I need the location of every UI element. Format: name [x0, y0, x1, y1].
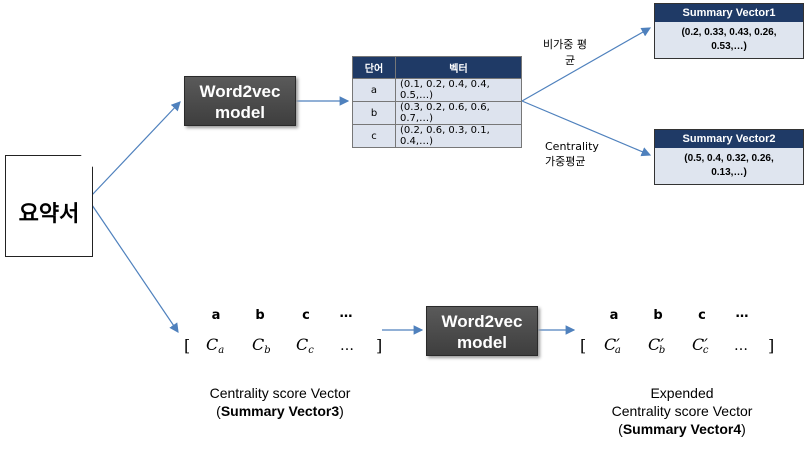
element-c-c: Cc [296, 335, 314, 356]
expended-header-b: b [653, 308, 663, 323]
word2vec-line1: Word2vec [441, 312, 523, 331]
document-label: 요약서 [18, 202, 80, 227]
caption-line2: (Summary Vector3) [180, 402, 380, 420]
label-weighted-line1: Centrality [545, 140, 599, 153]
word2vec-line1: Word2vec [199, 82, 281, 101]
word2vec-model-bottom: Word2vec model [426, 306, 538, 356]
expended-close-bracket: ] [768, 336, 775, 355]
label-unweighted-average: 비가중 평 균 [543, 36, 587, 68]
word2vec-model-top: Word2vec model [184, 76, 296, 126]
element-c-prime-a: C′a [604, 335, 621, 356]
element-c-prime-c: C′c [692, 335, 709, 356]
caption-bold-name: Summary Vector4 [622, 421, 742, 437]
caption-open-paren: ( [216, 403, 221, 419]
expended-header-ellipsis: … [735, 306, 749, 321]
expended-vector-elements: C′a C′b C′c … [604, 335, 748, 356]
vector-header-c: c [302, 308, 310, 323]
caption-line2: Centrality score Vector [611, 403, 753, 419]
expended-open-bracket: [ [580, 336, 587, 355]
vector-close-bracket: ] [376, 336, 383, 355]
summary-vector1-title: Summary Vector1 [655, 4, 803, 22]
table-cell-vector: (0.1, 0.2, 0.4, 0.4, 0.5,…) [395, 78, 522, 102]
summary-vector1-line1: (0.2, 0.33, 0.43, 0.26, [681, 27, 777, 38]
summary-vector2-line2: 0.13,…) [711, 167, 747, 178]
caption-line1: Expended [650, 385, 714, 401]
caption-line1: Centrality score Vector [209, 385, 351, 401]
summary-vector1-values: (0.2, 0.33, 0.43, 0.26, 0.53,…) [655, 22, 803, 58]
summary-vector2-box: Summary Vector2 (0.5, 0.4, 0.32, 0.26, 0… [654, 129, 804, 185]
vector-header-b: b [255, 308, 265, 323]
table-row: c (0.2, 0.6, 0.3, 0.1, 0.4,…) [352, 124, 522, 148]
summary-vector1-box: Summary Vector1 (0.2, 0.33, 0.43, 0.26, … [654, 3, 804, 59]
label-unweighted-line2: 균 [565, 54, 576, 67]
caption-summary-vector4: Expended Centrality score Vector (Summar… [582, 384, 782, 438]
expended-header-a: a [609, 308, 619, 323]
table-header-vector: 벡터 [395, 56, 522, 79]
expended-header-c: c [698, 308, 706, 323]
table-cell-vector: (0.2, 0.6, 0.3, 0.1, 0.4,…) [395, 124, 522, 148]
arrow-table-to-sv1 [521, 27, 652, 102]
summary-vector1-line2: 0.53,…) [711, 41, 747, 52]
label-weighted-line2: 가중평균 [545, 155, 586, 168]
table-cell-word: c [352, 124, 396, 148]
element-c-b: Cb [252, 335, 271, 356]
summary-vector2-values: (0.5, 0.4, 0.32, 0.26, 0.13,…) [655, 148, 803, 184]
table-cell-word: b [352, 101, 396, 125]
element-ellipsis: … [340, 338, 354, 354]
vector-header-ellipsis: … [339, 306, 353, 321]
caption-open-paren: ( [618, 421, 623, 437]
word2vec-line2: model [214, 103, 266, 122]
table-cell-word: a [352, 78, 396, 102]
caption-close-paren: ) [339, 403, 344, 419]
centrality-vector-elements: Ca Cb Cc … [206, 335, 354, 356]
summary-vector2-title: Summary Vector2 [655, 130, 803, 148]
caption-close-paren: ) [741, 421, 746, 437]
summary-vector2-line1: (0.5, 0.4, 0.32, 0.26, [684, 153, 774, 164]
table-cell-vector: (0.3, 0.2, 0.6, 0.6, 0.7,…) [395, 101, 522, 125]
arrow-doc-to-w2v [91, 101, 181, 196]
label-unweighted-line1: 비가중 평 [543, 38, 587, 51]
arrow-table-to-sv2 [521, 100, 652, 157]
table-header-word: 단어 [352, 56, 396, 79]
caption-summary-vector3: Centrality score Vector (Summary Vector3… [180, 384, 380, 420]
element-c-prime-b: C′b [648, 335, 665, 356]
table-row: a (0.1, 0.2, 0.4, 0.4, 0.5,…) [352, 78, 522, 102]
label-weighted-average: Centrality 가중평균 [545, 140, 599, 169]
caption-line3: (Summary Vector4) [582, 420, 782, 438]
word2vec-line2: model [456, 333, 508, 352]
document-shape [5, 155, 93, 257]
table-row: b (0.3, 0.2, 0.6, 0.6, 0.7,…) [352, 101, 522, 125]
word-vector-table: 단어 벡터 a (0.1, 0.2, 0.4, 0.4, 0.5,…) b (0… [352, 56, 522, 148]
vector-header-a: a [211, 308, 221, 323]
element-c-a: Ca [206, 335, 224, 356]
vector-open-bracket: [ [184, 336, 191, 355]
arrow-doc-to-centrality [91, 204, 179, 333]
element-ellipsis: … [734, 338, 748, 354]
caption-bold-name: Summary Vector3 [220, 403, 340, 419]
